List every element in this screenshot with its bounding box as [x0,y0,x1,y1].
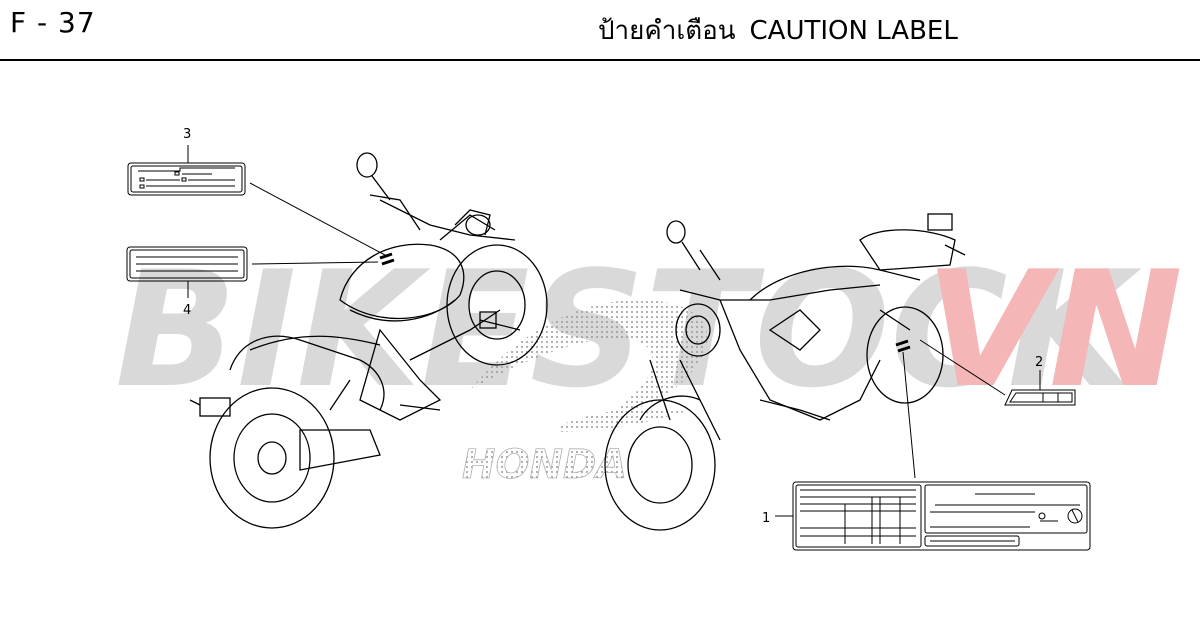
label-1-drawing [775,351,1091,551]
callout-1: 1 [762,511,770,526]
label-4-drawing [126,246,379,298]
honda-wing-logo: HONDA [462,300,708,488]
callout-3: 3 [183,127,191,142]
honda-brand-text: HONDA [462,442,627,488]
page-title: ป้ายคำเตือน CAUTION LABEL [598,10,958,51]
watermark-text-accent: VN [925,236,1183,423]
watermark: BIKESTOCK VN [115,236,1183,423]
callout-4: 4 [183,303,191,318]
header-divider [0,59,1200,61]
label-2-drawing [919,339,1076,406]
motorcycle-rear-view [189,152,548,529]
label-3-drawing [127,145,386,256]
callout-2: 2 [1035,355,1043,370]
page-code: F - 37 [10,6,96,39]
page-title-thai: ป้ายคำเตือน [598,16,736,46]
page-title-english: CAUTION LABEL [749,16,958,46]
